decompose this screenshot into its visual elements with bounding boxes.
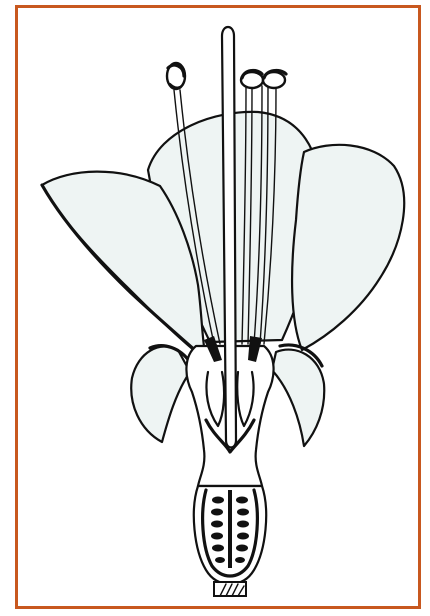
anther-left [167, 63, 185, 89]
right-petal [292, 145, 404, 350]
left-sepal [131, 346, 190, 442]
anther-middle [241, 71, 263, 88]
right-sepal [272, 350, 324, 446]
pedicel [214, 582, 246, 596]
anther-right [263, 71, 286, 88]
